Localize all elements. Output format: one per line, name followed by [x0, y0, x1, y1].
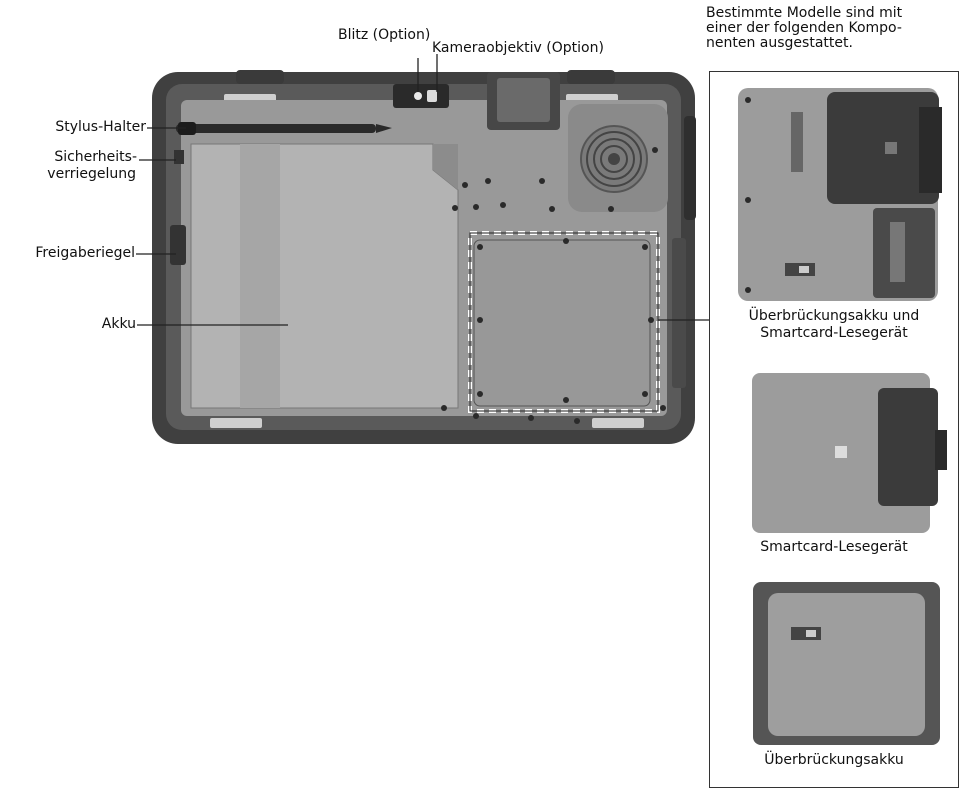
note-line-1: Bestimmte Modelle sind mit	[706, 5, 903, 21]
option3-caption: Überbrückungsakku	[764, 752, 904, 768]
screws	[441, 147, 666, 424]
note-line-3: nenten ausgestattet.	[706, 35, 853, 51]
options-panel	[709, 71, 959, 788]
leader-lines	[136, 54, 710, 326]
option1-caption-line1: Überbrückungsakku und	[748, 308, 920, 324]
optional-compartment	[468, 231, 660, 413]
option2-caption: Smartcard-Lesegerät	[760, 539, 908, 555]
stylus-holder-label: Stylus-Halter	[55, 119, 146, 135]
release-latch-label: Freigaberiegel	[35, 245, 135, 261]
optional-components-note: Bestimmte Modelle sind mit einer der fol…	[706, 6, 902, 51]
option1-image	[738, 88, 942, 301]
security-lock-label-line1: Sicherheits-	[54, 149, 137, 165]
flash-label: Blitz (Option)	[338, 27, 431, 43]
option2-image	[752, 373, 947, 533]
stylus	[176, 122, 392, 135]
battery-label: Akku	[101, 316, 136, 332]
camera-lens-label: Kameraobjektiv (Option)	[432, 40, 604, 56]
security-lock-label-line2: verriegelung	[47, 166, 136, 182]
battery-pack	[190, 143, 459, 409]
option1-caption-line2: Smartcard-Lesegerät	[760, 325, 908, 341]
option3-image	[753, 582, 940, 745]
note-line-2: einer der folgenden Kompo-	[706, 20, 902, 36]
